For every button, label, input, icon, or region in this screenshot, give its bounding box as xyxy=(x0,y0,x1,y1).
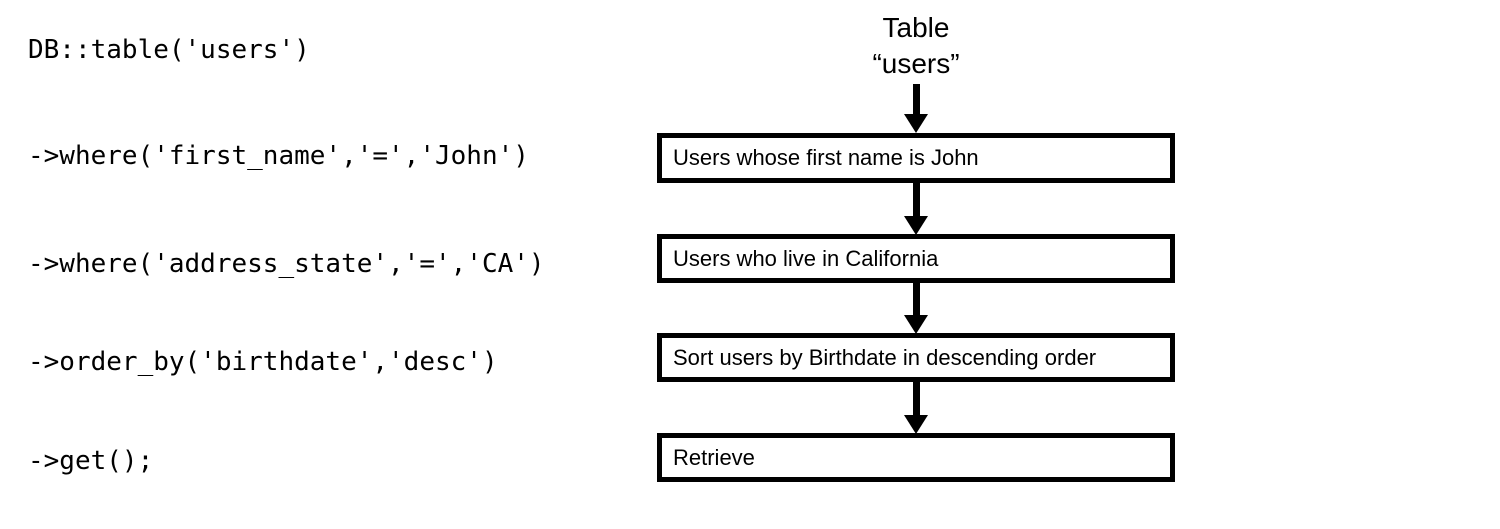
arrow-head xyxy=(904,415,928,434)
arrow-shaft xyxy=(913,181,920,219)
arrow-shaft xyxy=(913,84,920,118)
code-line-order-by: ->order_by('birthdate','desc') xyxy=(28,347,498,377)
code-line-where-first-name: ->where('first_name','=','John') xyxy=(28,141,529,171)
arrow-head xyxy=(904,216,928,235)
query-code-listing: DB::table('users') ->where('first_name',… xyxy=(28,0,628,529)
arrow-first-name-to-california-icon xyxy=(904,181,928,237)
flowchart-title-line-1: Table xyxy=(882,12,950,43)
flow-node-label: Retrieve xyxy=(673,444,755,470)
arrow-head xyxy=(904,114,928,133)
arrow-table-to-first-name-icon xyxy=(904,84,928,135)
flow-node-label: Sort users by Birthdate in descending or… xyxy=(673,344,1097,370)
flow-node-first-name[interactable]: Users whose first name is John xyxy=(657,133,1175,183)
flow-node-retrieve[interactable]: Retrieve xyxy=(657,433,1175,482)
flow-node-sort-birthdate[interactable]: Sort users by Birthdate in descending or… xyxy=(657,333,1175,382)
flowchart-title: Table “users” xyxy=(657,10,1175,82)
flow-node-label: Users whose first name is John xyxy=(673,145,979,170)
arrow-head xyxy=(904,315,928,334)
arrow-shaft xyxy=(913,281,920,318)
code-line-get: ->get(); xyxy=(28,446,154,476)
arrow-sort-to-retrieve-icon xyxy=(904,380,928,436)
arrow-california-to-sort-icon xyxy=(904,281,928,336)
query-flowchart: Table “users” Users whose first name is … xyxy=(657,0,1177,529)
flow-node-california[interactable]: Users who live in California xyxy=(657,234,1175,283)
flow-node-label: Users who live in California xyxy=(673,245,939,271)
flowchart-title-line-2: “users” xyxy=(872,48,960,79)
arrow-shaft xyxy=(913,380,920,418)
code-line-table: DB::table('users') xyxy=(28,35,310,65)
code-line-where-address-state: ->where('address_state','=','CA') xyxy=(28,249,545,279)
